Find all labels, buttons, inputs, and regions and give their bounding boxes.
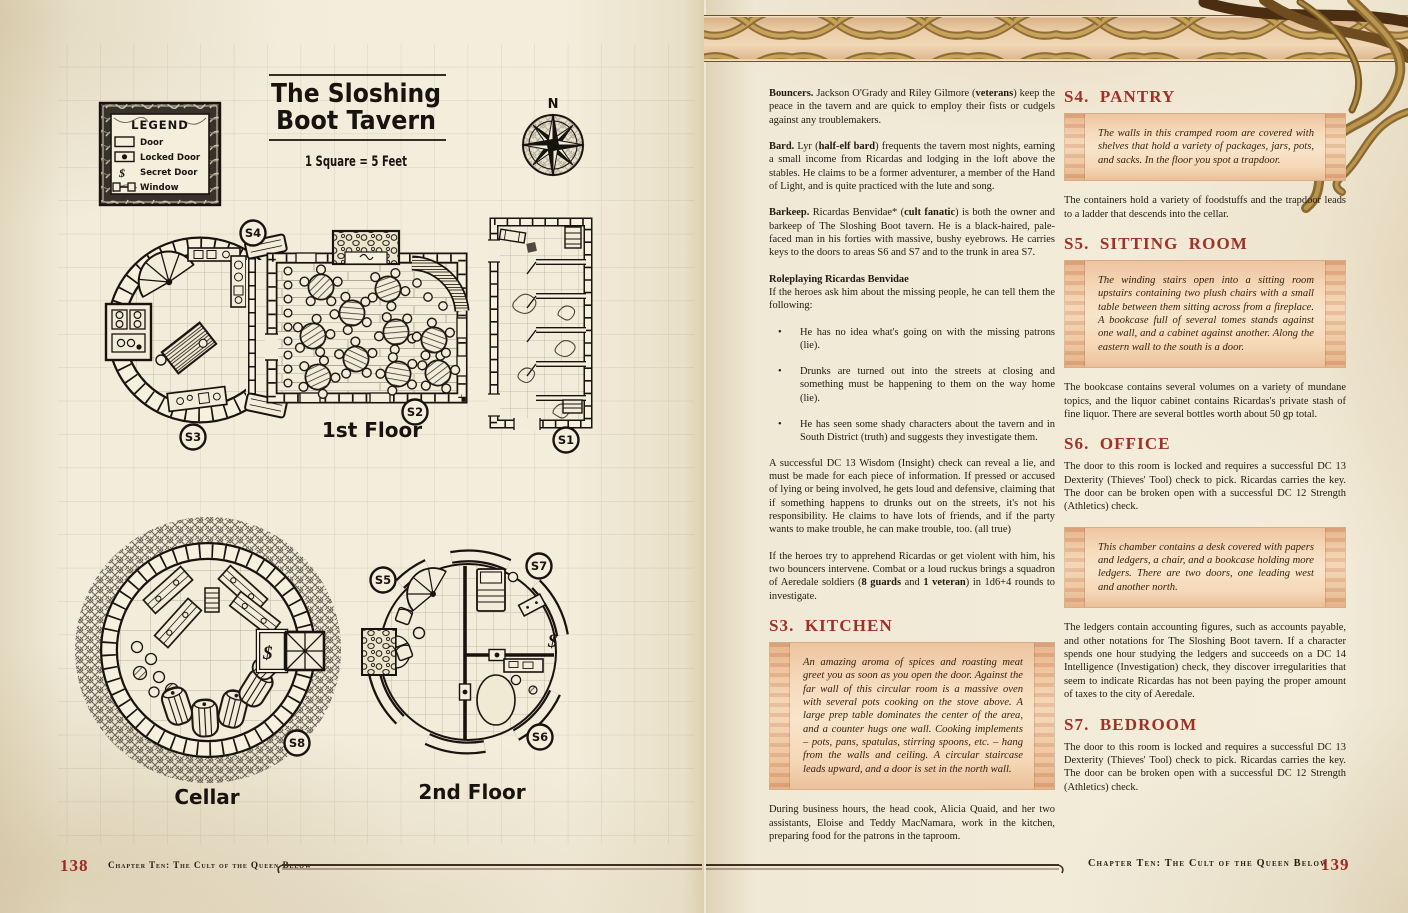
section-heading-s3: S3. KITCHEN: [769, 616, 893, 636]
page-number-right: 139: [1321, 855, 1350, 874]
paragraph-bedroom-door: The door to this room is locked and requ…: [1064, 741, 1346, 793]
legend-label-window: Window: [140, 183, 179, 193]
svg-text:S2: S2: [407, 405, 423, 419]
bar-counter: [411, 255, 470, 312]
svg-text:S6: S6: [532, 730, 548, 744]
office-desk: [503, 658, 544, 695]
readaloud-box-s4: The walls in this cramped room are cover…: [1064, 113, 1346, 181]
svg-text:S5: S5: [375, 573, 391, 587]
map-title-block: The Sloshing Boot Tavern 1 Square = 5 Fe…: [269, 74, 446, 170]
door-icon: [114, 136, 135, 148]
cellar-secret-door-symbol: $: [262, 643, 273, 664]
bullet-item: He has no idea what's going on with the …: [769, 326, 1055, 353]
secret-door-symbol-2f: $: [547, 631, 558, 652]
right-page-column-1: Bouncers. Jackson O'Grady and Riley Gilm…: [769, 87, 1055, 856]
map-legend: LEGEND Door Locked Door $ Secret Door Wi…: [98, 101, 222, 207]
map-scale-label: 1 Square = 5 Feet: [305, 154, 407, 170]
page-number-left: 138: [60, 856, 89, 875]
readaloud-box-s5: The winding stairs open into a sitting r…: [1064, 260, 1346, 368]
legend-label-locked-door: Locked Door: [140, 153, 201, 163]
svg-text:S8: S8: [289, 736, 305, 750]
section-heading-s6: S6. OFFICE: [1064, 434, 1171, 454]
paragraph-office-door: The door to this room is locked and requ…: [1064, 461, 1346, 513]
paragraph-bouncers: Bouncers. Jackson O'Grady and Riley Gilm…: [769, 88, 1055, 126]
stable-plan: [488, 222, 588, 430]
compass-north-label: N: [548, 97, 559, 112]
map-title-line1: The Sloshing: [271, 79, 441, 109]
window-icon: [112, 182, 136, 192]
section-heading-s5: S5. SITTING ROOM: [1064, 234, 1248, 254]
bed: [476, 568, 506, 612]
paragraph-sitting-room: The bookcase contains several volumes on…: [1064, 382, 1346, 421]
roleplaying-heading: Roleplaying Ricardas Benvidae: [769, 273, 909, 285]
footer-rule-right: [706, 864, 1064, 874]
map-title-line2: Boot Tavern: [276, 106, 436, 136]
section-heading-s7: S7. BEDROOM: [1064, 714, 1198, 734]
secret-door-icon: $: [118, 166, 125, 180]
paragraph-ledgers: The ledgers contain accounting figures, …: [1064, 622, 1346, 701]
legend-title: LEGEND: [131, 118, 189, 132]
spiral-staircase: [137, 250, 195, 298]
second-floor-plan: $: [361, 549, 569, 755]
footer-rule-left: [277, 864, 702, 874]
section-heading-s4: S4. PANTRY: [1064, 87, 1176, 106]
svg-text:S1: S1: [558, 433, 574, 447]
svg-text:S4: S4: [245, 226, 261, 240]
paragraph-bard: Bard. Lyr (half-elf bard) frequents the …: [769, 141, 1055, 193]
paragraph-barkeep: Barkeep. Ricardas Benvidae* (cult fanati…: [769, 207, 1055, 259]
knotwork-ornament: [704, 0, 1408, 213]
paragraph-apprehend: If the heroes try to apprehend Ricardas …: [769, 550, 1055, 602]
legend-label-secret-door: Secret Door: [140, 168, 198, 178]
paragraph-insight-check: A successful DC 13 Wisdom (Insight) chec…: [769, 457, 1055, 536]
right-page-column-2: S4. PANTRY The walls in this cramped roo…: [1064, 87, 1346, 807]
cellar-plan: $: [75, 517, 341, 783]
tavern-map: The Sloshing Boot Tavern 1 Square = 5 Fe…: [58, 44, 694, 844]
area-labels: S4 S3 S2 S1 S8 S5 S7 S6: [179, 219, 580, 757]
paragraph-kitchen-staff: During business hours, the head cook, Al…: [769, 804, 1055, 843]
cellar-label: Cellar: [174, 785, 239, 809]
svg-text:S7: S7: [531, 559, 547, 573]
second-floor-label: 2nd Floor: [418, 780, 525, 804]
bullet-item: Drunks are turned out into the streets a…: [769, 365, 1055, 405]
readaloud-box-s6: This chamber contains a desk covered wit…: [1064, 526, 1346, 608]
fireplace: [331, 229, 401, 266]
floor-labels: 1st Floor Cellar 2nd Floor: [174, 418, 525, 809]
readaloud-box-s3: An amazing aroma of spices and roasting …: [769, 642, 1055, 790]
chapter-footer-right: Chapter Ten: The Cult of the Queen Below: [1088, 858, 1329, 869]
first-floor-plan: [104, 229, 470, 424]
chapter-footer-left: Chapter Ten: The Cult of the Queen Below: [108, 860, 312, 870]
paragraph-pantry: The containers hold a variety of foodstu…: [1064, 195, 1346, 220]
svg-text:S3: S3: [185, 430, 201, 444]
first-floor-label: 1st Floor: [322, 418, 422, 442]
legend-label-door: Door: [140, 138, 164, 148]
paragraph-intro-list: If the heroes ask him about the missing …: [769, 287, 1055, 312]
bullet-item: He has seen some shady characters about …: [769, 418, 1055, 445]
compass-rose: N: [521, 97, 585, 177]
